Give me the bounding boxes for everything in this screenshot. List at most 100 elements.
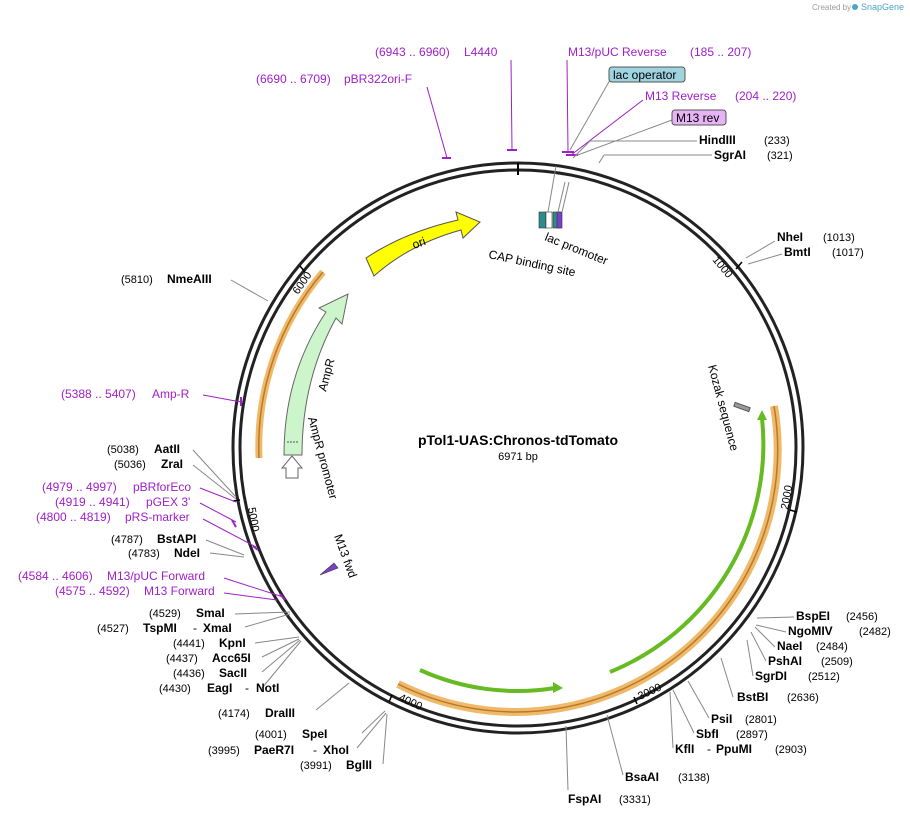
site-name: NdeI bbox=[174, 546, 200, 560]
primer-pos: (4800 .. 4819) bbox=[36, 510, 111, 524]
ori-label: ori bbox=[410, 234, 427, 252]
site-pos: (5810) bbox=[121, 274, 153, 286]
primer-name: M13/pUC Reverse bbox=[568, 45, 667, 59]
lac-operator-label: lac operator bbox=[613, 68, 676, 82]
site-pos: (4430) bbox=[159, 683, 191, 695]
site-name: NheI bbox=[777, 230, 803, 244]
m13-fwd-feature: M13 fwd bbox=[319, 532, 360, 580]
site-name: SgrDI bbox=[755, 669, 787, 683]
backbone bbox=[231, 161, 805, 735]
site-pos: (5036) bbox=[114, 459, 146, 471]
site-name: SpeI bbox=[302, 727, 327, 741]
primer-pos: (204 .. 220) bbox=[735, 89, 796, 103]
site-name: PshAI bbox=[768, 654, 802, 668]
site-pos: (321) bbox=[767, 150, 793, 162]
site-pos: (2509) bbox=[821, 656, 853, 668]
kozak-label: Kozak sequence bbox=[705, 363, 742, 453]
cds-arrow-outer bbox=[609, 417, 766, 674]
site-name: KpnI bbox=[219, 636, 246, 650]
ampr-arrow bbox=[283, 293, 349, 456]
site-pos: (1017) bbox=[832, 247, 864, 259]
primer-pos: (185 .. 207) bbox=[690, 45, 751, 59]
site-sep: - bbox=[245, 681, 249, 695]
site-name-2: XmaI bbox=[203, 621, 232, 635]
site-name: ZraI bbox=[161, 457, 183, 471]
boxes: lac operator M13 rev bbox=[569, 66, 727, 157]
site-pos: (3138) bbox=[678, 772, 710, 784]
site-sep: - bbox=[193, 621, 197, 635]
site-pos: (5038) bbox=[107, 444, 139, 456]
site-pos: (4783) bbox=[128, 548, 160, 560]
cds-arrow-inner bbox=[419, 668, 556, 694]
site-sep: - bbox=[707, 742, 711, 756]
site-pos: (3995) bbox=[208, 745, 240, 757]
site-pos: (4441) bbox=[173, 638, 205, 650]
site-name: FspAI bbox=[568, 792, 601, 806]
lac-operator-box bbox=[608, 66, 686, 83]
site-pos: (4174) bbox=[218, 708, 250, 720]
site-name: SbfI bbox=[696, 727, 719, 741]
ori-feature: ori bbox=[365, 211, 481, 277]
site-name: NmeAIII bbox=[167, 272, 212, 286]
primer-name: M13/pUC Forward bbox=[107, 569, 205, 583]
ampr-label: AmpR bbox=[315, 357, 337, 393]
site-name: KflI bbox=[675, 742, 694, 756]
credit-text: Created by bbox=[812, 3, 851, 12]
ticks: 1000 2000 3000 4000 5000 6000 bbox=[232, 254, 798, 713]
plasmid-length: 6971 bp bbox=[498, 451, 538, 463]
site-name: PaeR7I bbox=[254, 743, 294, 757]
site-name: HindIII bbox=[699, 133, 736, 147]
site-pos: (2484) bbox=[816, 641, 848, 653]
site-name-2: NotI bbox=[256, 681, 279, 695]
plasmid-name: pTol1-UAS:Chronos-tdTomato bbox=[418, 432, 618, 448]
site-pos: (2636) bbox=[787, 692, 819, 704]
site-pos: (2456) bbox=[846, 611, 878, 623]
site-name: AatII bbox=[154, 442, 180, 456]
site-name: BsaAI bbox=[625, 770, 659, 784]
site-name: EagI bbox=[207, 681, 232, 695]
primer-pos: (4919 .. 4941) bbox=[55, 495, 130, 509]
site-pos: (4527) bbox=[97, 623, 129, 635]
site-pos: (4437) bbox=[166, 653, 198, 665]
ori-arrow bbox=[365, 211, 481, 277]
left-sites: (5810) NmeAIII (5038) AatII (5036) ZraI … bbox=[97, 272, 388, 772]
primer-pos: (4979 .. 4997) bbox=[42, 480, 117, 494]
kozak-feature: Kozak sequence bbox=[705, 363, 751, 453]
primer-name: M13 Reverse bbox=[645, 89, 717, 103]
site-pos: (4787) bbox=[111, 534, 143, 546]
site-name-2: XhoI bbox=[323, 743, 349, 757]
site-pos: (3991) bbox=[300, 760, 332, 772]
m13-rev-box bbox=[671, 109, 727, 126]
tick-label-2000: 2000 bbox=[779, 484, 795, 510]
cds-arrow-outer-head bbox=[757, 410, 767, 420]
snapgene-logo-icon bbox=[852, 4, 858, 10]
primer-name: pBR322ori-F bbox=[344, 72, 412, 86]
site-name: SmaI bbox=[196, 606, 225, 620]
primer-name: pGEX 3' bbox=[146, 495, 190, 509]
site-pos: (4436) bbox=[173, 668, 205, 680]
site-name: BmtI bbox=[784, 245, 811, 259]
site-pos: (233) bbox=[764, 135, 790, 147]
ampr-promoter-label: AmpR promoter bbox=[305, 415, 340, 500]
site-name: NaeI bbox=[777, 639, 802, 653]
primer-pos: (6943 .. 6960) bbox=[375, 45, 450, 59]
site-sep: - bbox=[313, 743, 317, 757]
credit-brand: SnapGene bbox=[861, 2, 904, 12]
primer-pos: (4584 .. 4606) bbox=[18, 569, 93, 583]
green-arrows bbox=[419, 410, 767, 694]
ampr-promoter-arrow bbox=[280, 455, 304, 479]
site-name: SgrAI bbox=[714, 148, 746, 162]
primer-name: pBRforEco bbox=[133, 480, 191, 494]
m13-fwd-label: M13 fwd bbox=[331, 532, 360, 579]
lac-region: lac promoter CAP binding site bbox=[487, 165, 610, 279]
site-pos: (4001) bbox=[255, 729, 287, 741]
site-name: BstAPI bbox=[157, 532, 196, 546]
site-name: PsiI bbox=[711, 712, 732, 726]
site-pos: (4529) bbox=[149, 608, 181, 620]
m13-fwd-arrow bbox=[319, 562, 339, 576]
site-pos: (2801) bbox=[745, 714, 777, 726]
orange-band-right bbox=[396, 405, 782, 716]
tick-label-5000: 5000 bbox=[245, 506, 261, 532]
cap-site-label: CAP binding site bbox=[487, 247, 577, 279]
